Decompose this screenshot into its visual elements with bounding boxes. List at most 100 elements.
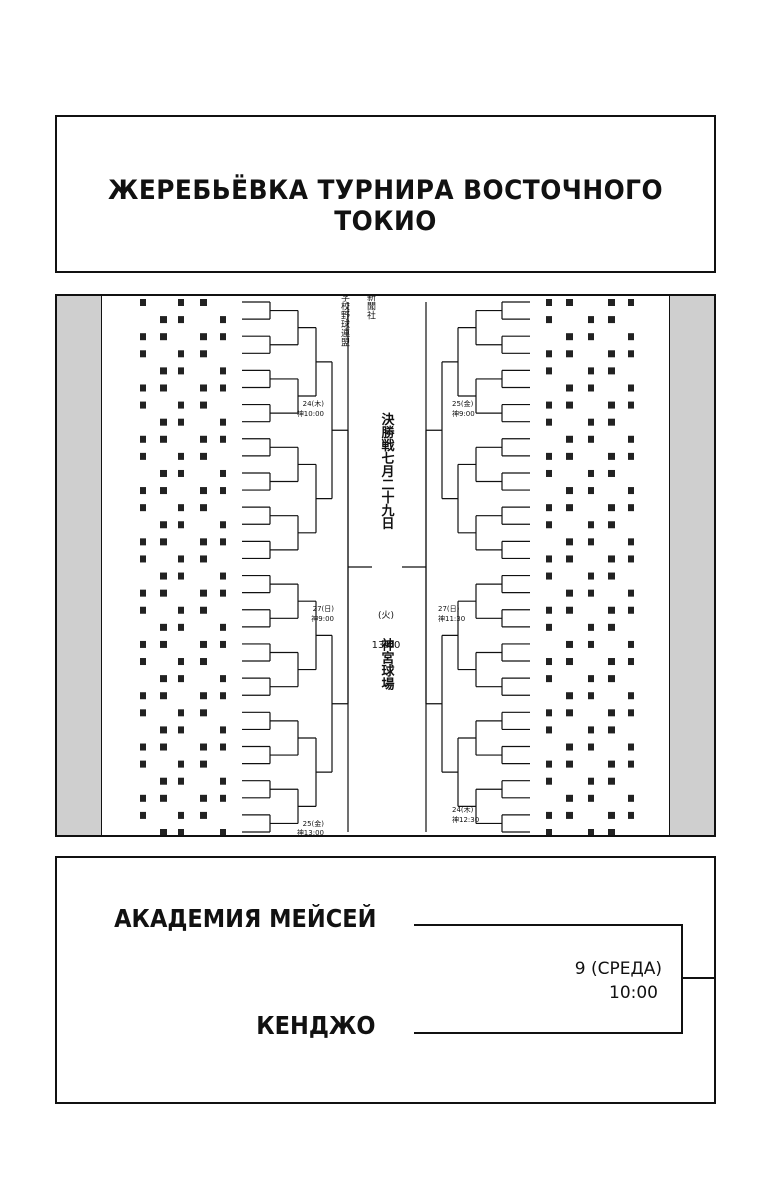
team-mark [608,623,615,631]
bracket-line [242,711,271,731]
team-mark [200,538,207,546]
team-mark [608,709,615,717]
team-mark [160,692,167,700]
team-mark [566,606,573,614]
team-mark [588,829,594,835]
team-mark [178,760,184,768]
team-mark [160,538,167,546]
team-mark [160,777,167,785]
team-mark [200,333,207,341]
team-mark [608,811,615,819]
team-mark [608,316,615,324]
team-mark [178,401,184,409]
team-mark [566,692,573,700]
team-mark [588,316,594,324]
right-semifinal-date: 27(日) [438,605,460,613]
team-mark [588,469,594,477]
team-mark [140,743,146,751]
team-mark [200,606,207,614]
bracket-line [242,472,271,491]
team-mark [566,299,573,306]
team-mark [546,623,552,631]
team-mark [220,572,226,580]
team-mark [220,333,226,341]
organizer-label: 都高等学校野球連盟 [339,296,350,347]
team-mark [200,760,207,768]
team-mark [628,709,634,717]
team-mark [220,316,226,324]
team-mark [628,435,634,443]
team-mark [608,367,615,375]
bracket-lines [242,301,530,833]
team-mark [566,794,573,802]
team-mark [546,504,552,512]
team-mark [608,760,615,768]
right-semifinal-time: 神11:30 [438,614,465,623]
team-mark [140,401,146,409]
team-mark [566,401,573,409]
bracket-line [270,583,299,619]
team-mark [220,487,226,495]
team-mark [608,777,615,785]
team-mark [178,811,184,819]
team-mark [546,316,552,324]
team-mark [160,469,167,477]
team-mark [608,401,615,409]
team-mark [178,350,184,358]
team-mark [566,658,573,666]
bracket-line [457,327,476,397]
bracket-line [270,515,299,551]
bracket-line [242,438,271,457]
bracket-line [501,438,530,457]
team-mark [608,829,615,835]
bracket-line [501,301,530,320]
newspaper-label: 新聞社 [365,296,376,320]
left-semifinal-time: 神9:00 [311,614,334,623]
team-mark [566,709,573,717]
team-mark [160,333,167,341]
team-mark [628,589,634,597]
bracket-line [501,814,530,833]
final-time: 13:00 [372,640,401,651]
team-mark [220,692,226,700]
bracket-line [475,583,502,619]
bracket-line [298,737,317,807]
team-mark [566,743,573,751]
bracket-line [475,515,502,551]
team-mark [546,726,552,734]
right-quarter-top-time: 神9:00 [452,409,475,418]
team-mark [140,709,146,717]
team-mark [546,606,552,614]
team-mark [160,623,167,631]
team-mark [220,623,226,631]
bracket-line [242,677,271,696]
team-mark [140,640,146,648]
team-mark [140,811,146,819]
team-mark [628,658,634,666]
bracket-line [501,745,530,765]
team-mark [140,589,146,597]
team-mark [546,299,552,306]
bracket-team-marks [140,299,634,835]
team-mark [608,299,615,306]
team-mark [178,658,184,666]
bracket-line [475,309,502,346]
team-mark [628,384,634,392]
team-mark [588,794,594,802]
team-mark [608,504,615,512]
bracket-line [475,378,502,414]
team-mark [140,452,146,460]
team-mark [588,640,594,648]
team-mark [628,811,634,819]
team-mark [566,333,573,341]
bracket-line [501,540,530,560]
bracket-line [242,609,271,628]
team-mark [566,435,573,443]
team-mark [140,384,146,392]
bracket-line [425,429,442,705]
team-mark [608,658,615,666]
team-mark [178,299,184,306]
team-mark [588,623,594,631]
team-mark [546,811,552,819]
venue-label: 神宮球場 [379,637,395,691]
